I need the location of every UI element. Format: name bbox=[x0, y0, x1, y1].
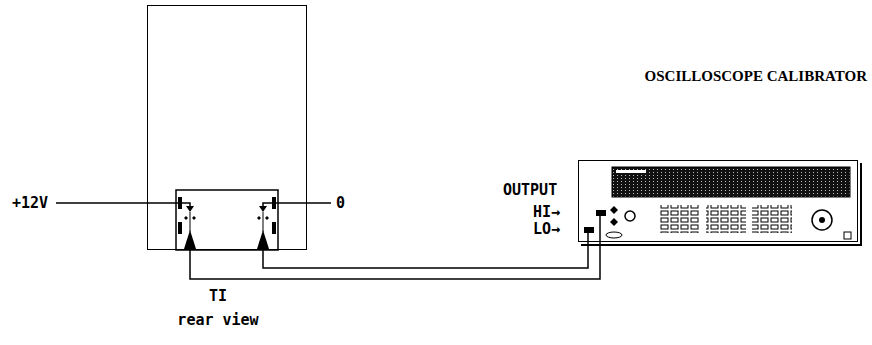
lo-connector bbox=[584, 227, 594, 233]
terminal-bar bbox=[272, 222, 276, 234]
panel-diamond bbox=[610, 218, 618, 226]
leader-arrow bbox=[259, 206, 267, 212]
housing-shadow bbox=[581, 163, 861, 245]
test-lead bbox=[190, 242, 600, 279]
leader-arrow bbox=[186, 206, 194, 212]
label-holder: +12V bbox=[12, 194, 48, 212]
knob-center bbox=[819, 217, 825, 223]
terminal-dot bbox=[184, 216, 188, 220]
panel-knob bbox=[625, 211, 635, 221]
panel-socket bbox=[606, 232, 622, 238]
keypad bbox=[706, 205, 746, 233]
terminal-stem bbox=[190, 212, 191, 232]
display-window bbox=[612, 167, 850, 197]
terminal-dot bbox=[265, 216, 269, 220]
panel-diamond bbox=[610, 206, 618, 214]
keypad bbox=[752, 205, 792, 233]
terminal-dot bbox=[192, 216, 196, 220]
terminal-bar bbox=[178, 222, 182, 234]
label-holder: LO→ bbox=[533, 220, 560, 238]
leader-line bbox=[56, 203, 190, 207]
binding-post bbox=[257, 230, 269, 249]
hi-connector bbox=[596, 210, 606, 216]
test-lead bbox=[263, 242, 588, 268]
terminal-stem bbox=[263, 212, 264, 232]
calibrator-housing: OSCILLOSCOPE CALIBRATOR bbox=[578, 160, 858, 242]
terminal-dot bbox=[257, 216, 261, 220]
text-line: TI bbox=[177, 284, 258, 308]
signal-name: 0 bbox=[336, 194, 345, 212]
terminal-panel bbox=[176, 190, 278, 250]
rotary-knob bbox=[812, 210, 832, 230]
pin-name: HI→ bbox=[533, 203, 560, 221]
label-holder: OUTPUT bbox=[503, 181, 557, 199]
lead-end bbox=[587, 233, 589, 242]
label-holder: 0 bbox=[336, 194, 345, 212]
node-heading: OSCILLOSCOPE CALIBRATOR bbox=[645, 67, 867, 85]
signal-name: +12V bbox=[12, 194, 48, 212]
power-switch bbox=[844, 232, 851, 239]
leader-line bbox=[263, 203, 331, 207]
pin-name: LO→ bbox=[533, 220, 560, 238]
binding-post bbox=[184, 230, 196, 249]
keypad bbox=[660, 205, 700, 233]
label-holder: HI→ bbox=[533, 203, 560, 221]
port-label: OUTPUT bbox=[503, 181, 557, 199]
lead-end bbox=[599, 216, 601, 242]
instrument-housing: TI rear view bbox=[147, 5, 307, 250]
display-badge bbox=[616, 170, 646, 173]
node-heading: TI rear view bbox=[177, 284, 258, 332]
text-line: rear view bbox=[177, 308, 258, 332]
